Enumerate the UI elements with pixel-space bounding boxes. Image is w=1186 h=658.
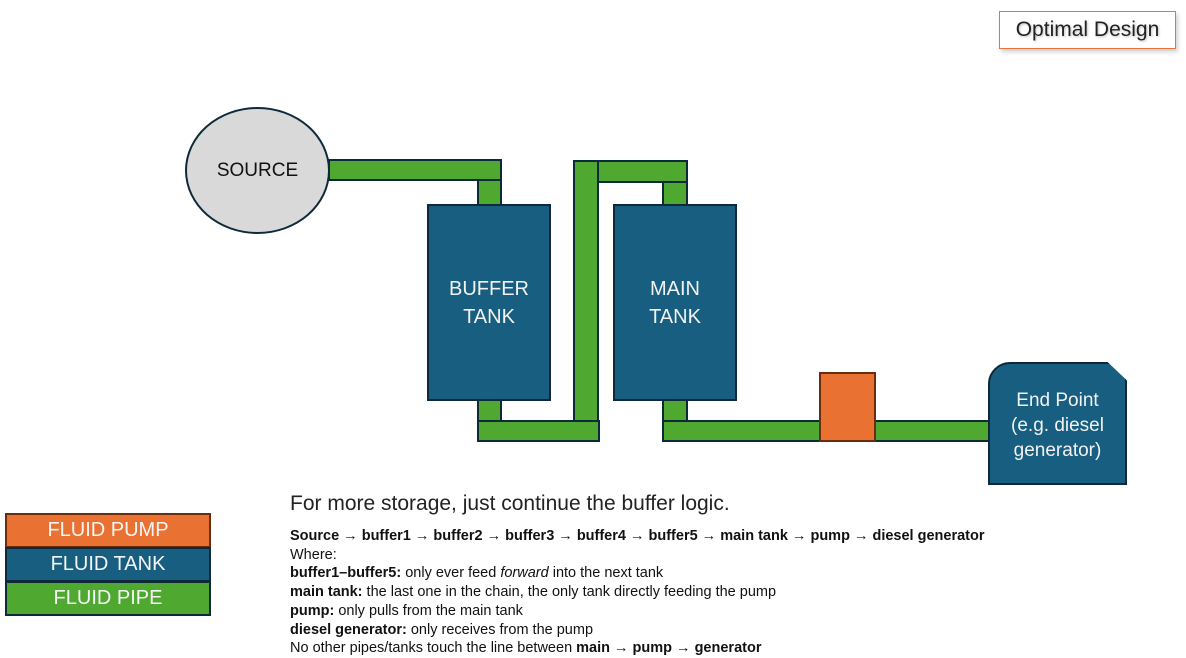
end-point-line3: generator) [1013, 440, 1102, 461]
fluid-pump [819, 372, 876, 442]
legend-fluid-pipe-label: FLUID PIPE [53, 587, 163, 609]
notes-item-buffers: buffer1–buffer5: only ever feed forward … [290, 565, 664, 582]
pipe-pump-to-end [873, 420, 991, 442]
legend-fluid-pipe: FLUID PIPE [5, 581, 211, 616]
buffer-tank-label-line2: TANK [463, 305, 515, 328]
end-point-node: End Point (e.g. diesel generator) [988, 362, 1127, 485]
main-tank-label-line2: TANK [649, 305, 701, 328]
notes-heading: For more storage, just continue the buff… [290, 492, 730, 515]
notes-chain: Source → buffer1 → buffer2 → buffer3 → b… [290, 528, 985, 544]
buffer-tank: BUFFER TANK [427, 204, 551, 401]
end-point-line2: (e.g. diesel [1011, 415, 1104, 436]
buffer-tank-label-line1: BUFFER [449, 277, 529, 300]
pipe-main-bottom-down [662, 399, 688, 422]
title-box: Optimal Design [999, 11, 1176, 49]
notes-body: Source → buffer1 → buffer2 → buffer3 → b… [290, 527, 985, 658]
notes-final: No other pipes/tanks touch the line betw… [290, 640, 762, 657]
pipe-riser-vertical [573, 160, 599, 422]
main-tank: MAIN TANK [613, 204, 737, 401]
source-label: SOURCE [216, 159, 299, 181]
pipe-main-top-down [662, 181, 688, 206]
source-node: SOURCE [185, 107, 330, 234]
pipe-buffer-bottom-down [477, 399, 502, 422]
pipe-main-to-pump [662, 420, 822, 442]
notes-item-pump: pump: only pulls from the main tank [290, 602, 523, 619]
legend-fluid-tank: FLUID TANK [5, 547, 211, 582]
legend-fluid-pump: FLUID PUMP [5, 513, 211, 548]
end-point-line1: End Point [1016, 390, 1099, 411]
pipe-buffer-bottom-horizontal [477, 420, 600, 442]
legend-fluid-pump-label: FLUID PUMP [47, 519, 169, 541]
pipe-source-horizontal [328, 159, 502, 181]
main-tank-label-line1: MAIN [649, 277, 700, 300]
legend-fluid-tank-label: FLUID TANK [50, 553, 166, 575]
pipe-top-horizontal [597, 160, 688, 183]
notes-item-diesel-generator: diesel generator: only receives from the… [290, 621, 594, 638]
pipe-source-down [477, 179, 502, 206]
notes-item-main-tank: main tank: the last one in the chain, th… [290, 584, 777, 601]
notes-where: Where: [290, 546, 337, 563]
